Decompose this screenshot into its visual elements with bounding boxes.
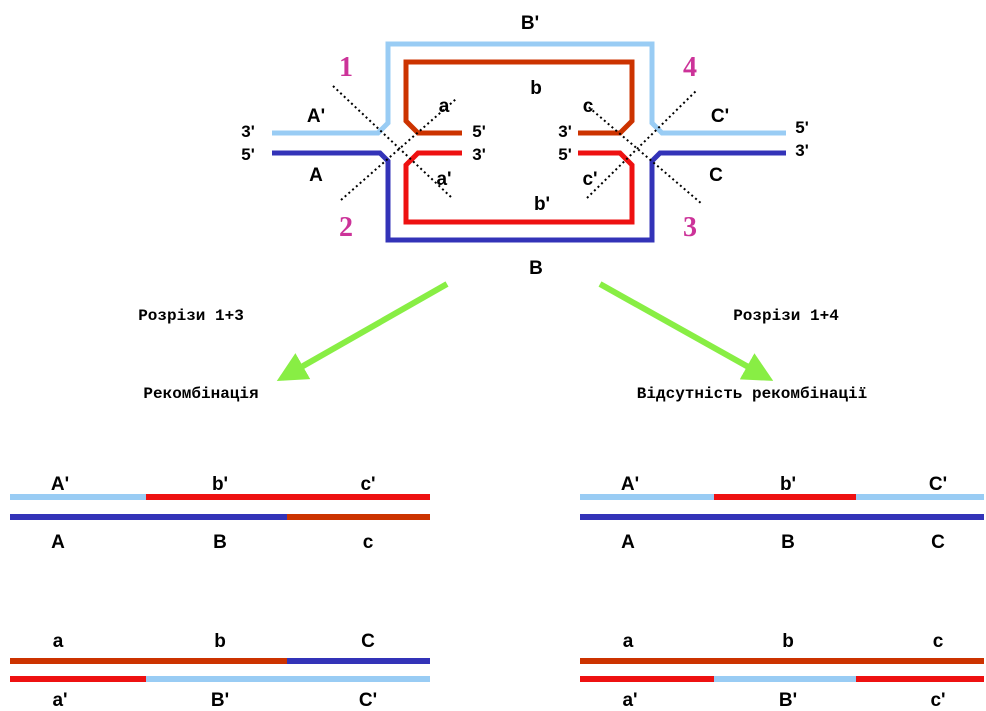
cut-line-2-4-left (340, 98, 457, 201)
cut-line-4-right (586, 89, 698, 199)
product-label: B (213, 532, 227, 553)
end-left-top: 3' (241, 122, 255, 141)
product-right-2: a b c a' B' c' (580, 631, 984, 711)
caption-left-cut: Розрізи 1+3 (138, 307, 244, 325)
end-inner-right-bottom: 5' (558, 145, 572, 164)
label-b: b (530, 78, 542, 99)
product-label: a (53, 631, 64, 652)
product-label: C' (929, 474, 947, 495)
junction: B' b b' B A' A a a' c c' C' C 3' 5' 5' 3… (241, 13, 809, 279)
product-label: A (621, 532, 635, 553)
product-label: B' (779, 690, 797, 711)
cut-number-4: 4 (683, 52, 697, 83)
product-label: b (214, 631, 226, 652)
end-left-bottom: 5' (241, 145, 255, 164)
end-inner-left-top: 5' (472, 122, 486, 141)
label-B-prime: B' (521, 13, 539, 34)
product-label: B (781, 532, 795, 553)
product-label: C (361, 631, 375, 652)
strand-B (272, 150, 786, 243)
product-label: b (782, 631, 794, 652)
caption-right-cut: Розрізи 1+4 (733, 307, 839, 325)
label-a: a (439, 96, 450, 117)
product-label: A (51, 532, 65, 553)
caption-right-result: Відсутність рекомбінації (637, 385, 867, 403)
label-C-prime: C' (711, 106, 729, 127)
product-label: c' (930, 690, 945, 711)
cut-number-1: 1 (339, 52, 353, 83)
product-label: A' (51, 474, 69, 495)
label-B: B (529, 258, 543, 279)
product-label: c (363, 532, 374, 553)
arrow-right (598, 281, 774, 381)
arrow-left (276, 281, 449, 381)
cut-lines (332, 85, 703, 205)
label-C: C (709, 165, 723, 186)
product-left-1: A' b' c' A B c (10, 474, 430, 553)
end-right-bottom: 3' (795, 141, 809, 160)
product-label: A' (621, 474, 639, 495)
product-label: b' (780, 474, 796, 495)
label-A-prime: A' (307, 106, 325, 127)
product-label: a' (622, 690, 637, 711)
label-b-prime: b' (534, 194, 550, 215)
strand-B-prime (272, 41, 786, 136)
product-label: C (931, 532, 945, 553)
caption-left-result: Рекомбінація (143, 385, 258, 403)
end-inner-left-bottom: 3' (472, 145, 486, 164)
product-label: c' (360, 474, 375, 495)
cut-number-3: 3 (683, 212, 697, 243)
cut-line-3-right (584, 103, 703, 205)
product-label: C' (359, 690, 377, 711)
product-label: B' (211, 690, 229, 711)
label-A: A (309, 165, 323, 186)
end-inner-right-top: 3' (558, 122, 572, 141)
product-label: a (623, 631, 634, 652)
product-label: b' (212, 474, 228, 495)
product-right-1: A' b' C' A B C (580, 474, 984, 553)
label-c-prime: c' (582, 169, 597, 190)
label-a-prime: a' (436, 169, 451, 190)
label-c: c (583, 96, 594, 117)
cut-line-1-3-left (332, 85, 453, 199)
product-label: c (933, 631, 944, 652)
strand-b-prime (403, 150, 635, 225)
end-right-top: 5' (795, 118, 809, 137)
cut-number-2: 2 (339, 212, 353, 243)
product-label: a' (52, 690, 67, 711)
strand-b (403, 59, 635, 136)
product-left-2: a b C a' B' C' (10, 631, 430, 711)
